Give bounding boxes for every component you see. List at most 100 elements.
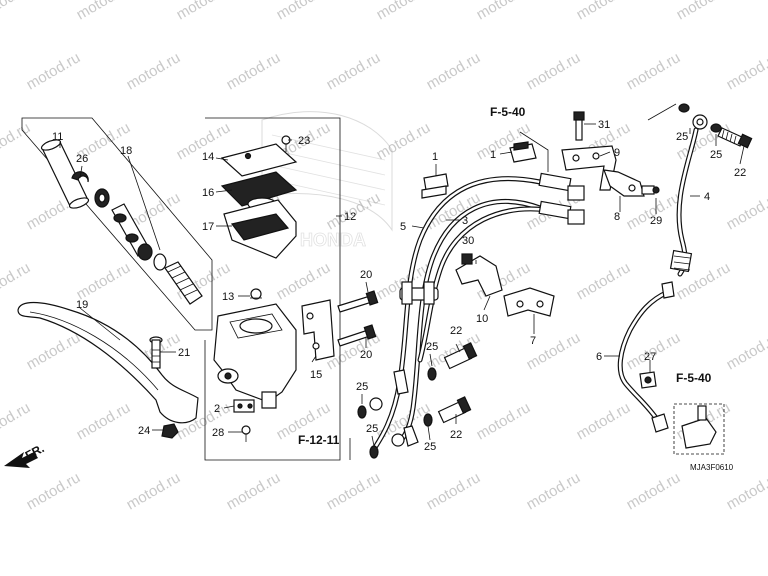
watermark-text-12: motod.ru (424, 49, 484, 93)
callout-24: 24 (138, 425, 150, 437)
callout-25-top-right-a: 25 (676, 131, 688, 143)
watermark-text-0: motod.ru (0, 0, 33, 23)
joint-bracket (561, 145, 617, 191)
honda-wing-logo: HONDA (261, 111, 393, 250)
callout-7: 7 (530, 335, 536, 347)
callout-25-low: 25 (424, 441, 436, 453)
watermark-text-6: motod.ru (574, 0, 634, 23)
callout-5: 5 (400, 221, 406, 233)
hose-clamp-top (509, 141, 537, 163)
watermark-text-32: motod.ru (0, 259, 33, 303)
honda-logo-text: HONDA (300, 230, 366, 250)
reservoir-cap-set (220, 143, 298, 259)
watermark-text-14: motod.ru (624, 49, 684, 93)
holder-bolt-upper (337, 290, 379, 313)
callout-31: 31 (598, 119, 610, 131)
callout-16: 16 (202, 187, 214, 199)
watermark-text-11: motod.ru (324, 49, 384, 93)
reference-bottom: F-12-11 (298, 433, 340, 447)
watermark-text-35: motod.ru (274, 259, 334, 303)
callout-9: 9 (614, 147, 620, 159)
leader-lines (59, 103, 745, 460)
watermark-text-63: motod.ru (724, 469, 768, 513)
watermark-text-62: motod.ru (624, 469, 684, 513)
brake-hose-right (669, 127, 699, 277)
watermark-text-8: motod.ru (24, 49, 84, 93)
callout-2: 2 (214, 403, 220, 415)
watermark-text-54: motod.ru (574, 399, 634, 443)
reference-top: F-5-40 (490, 105, 526, 119)
callout-22-right: 22 (734, 167, 746, 179)
oil-bolt-right (717, 127, 753, 149)
watermark-text-47: motod.ru (724, 329, 768, 373)
watermark-text-15: motod.ru (724, 49, 768, 93)
callout-11: 11 (52, 131, 63, 143)
oil-bolt-upper (443, 342, 478, 370)
callout-23: 23 (298, 135, 310, 147)
watermark-text-38: motod.ru (574, 259, 634, 303)
brake-light-switch (233, 399, 255, 413)
oil-bolt-lower (437, 396, 472, 424)
callout-28: 28 (212, 427, 224, 439)
watermark-text-60: motod.ru (424, 469, 484, 513)
watermark-text-48: motod.ru (0, 399, 33, 443)
brake-pipe (617, 281, 675, 433)
watermark-text-58: motod.ru (224, 469, 284, 513)
callout-19: 19 (76, 299, 88, 311)
watermark-text-61: motod.ru (524, 469, 584, 513)
stay-bolt-29 (641, 185, 660, 195)
master-cylinder-body (213, 303, 297, 409)
watermark-text-33: motod.ru (74, 259, 134, 303)
callout-17: 17 (202, 221, 214, 233)
hose-guide-collar (399, 281, 439, 305)
callout-3: 3 (462, 215, 468, 227)
callouts: 11 26 18 19 21 24 14 16 17 23 13 12 15 2… (52, 119, 746, 453)
callout-6: 6 (596, 351, 602, 363)
callout-12: 12 (344, 211, 356, 223)
brake-lever (17, 301, 199, 424)
callout-22-lower: 22 (450, 429, 462, 441)
hose-stay (603, 169, 645, 197)
master-cylinder-assembly-frame (204, 117, 341, 461)
callout-8: 8 (614, 211, 620, 223)
screw-13 (250, 288, 262, 300)
switch-screw (241, 425, 251, 442)
master-cylinder-holder (301, 299, 335, 361)
piston-kit (40, 139, 203, 305)
callout-22-upper: 22 (450, 325, 462, 337)
watermark-text-53: motod.ru (474, 399, 534, 443)
watermark-text-40: motod.ru (24, 329, 84, 373)
hose-banjo-lower (369, 369, 419, 447)
callout-27: 27 (644, 351, 656, 363)
callout-4: 4 (704, 191, 710, 203)
watermark-text-49: motod.ru (74, 399, 134, 443)
pipe-clamp-27 (639, 371, 657, 389)
callout-14: 14 (202, 151, 214, 163)
callout-25-left: 25 (356, 381, 368, 393)
watermark-text-5: motod.ru (474, 0, 534, 23)
bracket-bolt-31 (573, 111, 585, 141)
banjo-fitting-top-right (692, 114, 708, 130)
callout-25-mid: 25 (426, 341, 438, 353)
callout-21: 21 (178, 347, 190, 359)
callout-10: 10 (476, 313, 488, 325)
watermark-text-13: motod.ru (524, 49, 584, 93)
watermark-text-16: motod.ru (0, 119, 33, 163)
watermark-text-3: motod.ru (274, 0, 334, 23)
diagram-code: MJA3F0610 (690, 463, 734, 472)
lever-pivot-bolt (149, 336, 163, 369)
lever-pivot-nut (161, 423, 179, 439)
hose-clamp-left (421, 173, 449, 199)
watermark-text-4: motod.ru (374, 0, 434, 23)
hose-joint-upper (538, 172, 585, 225)
watermark-text-9: motod.ru (124, 49, 184, 93)
holder-bolt-lower (337, 324, 377, 347)
reference-box-right (673, 403, 725, 455)
callout-20-lower: 20 (360, 349, 372, 361)
watermark-text-7: motod.ru (674, 0, 734, 23)
watermark-text-10: motod.ru (224, 49, 284, 93)
callout-1-top: 1 (490, 149, 496, 161)
watermark-text-59: motod.ru (324, 469, 384, 513)
front-direction-arrow (4, 452, 38, 468)
